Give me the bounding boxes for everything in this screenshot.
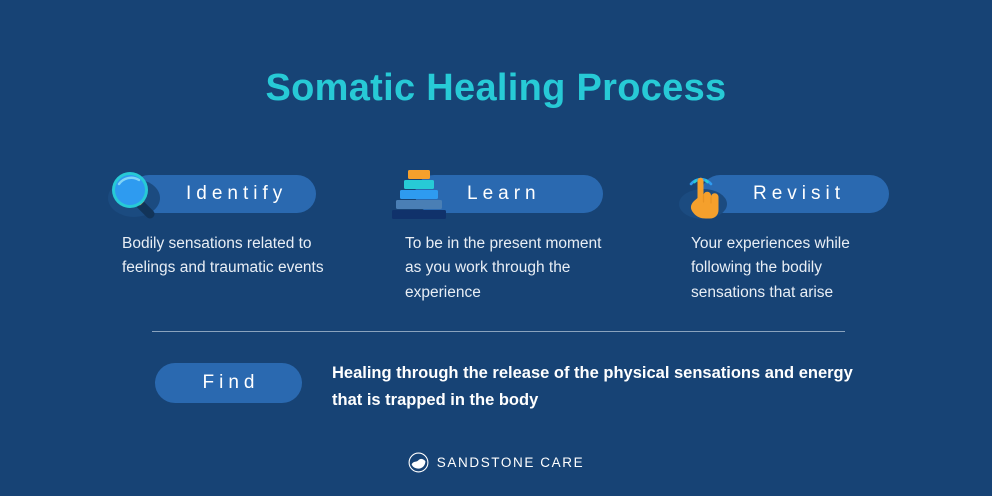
step-label: Revisit	[753, 183, 846, 204]
step-card-identify: Identify Bodily sensations related to fe…	[106, 168, 391, 305]
step-pill-row: Identify	[106, 168, 391, 219]
sandstone-care-circle-logo-icon	[408, 452, 429, 473]
step-description: Your experiences while following the bod…	[691, 235, 850, 301]
step-pill-revisit[interactable]: Revisit	[701, 175, 889, 213]
summary-label: Find	[202, 372, 260, 393]
step-pill-row: Revisit	[677, 168, 962, 219]
tap-hand-icon	[677, 168, 733, 220]
section-divider	[152, 331, 845, 332]
step-description: Bodily sensations related to feelings an…	[122, 235, 324, 277]
magnifying-glass-icon	[106, 168, 162, 220]
summary-text: Healing through the release of the physi…	[332, 364, 853, 409]
step-pill-identify[interactable]: Identify	[130, 175, 316, 213]
page-title: Somatic Healing Process	[265, 67, 727, 109]
step-label: Learn	[467, 183, 541, 204]
step-card-learn: Learn To be in the present moment as you…	[391, 168, 676, 305]
steps-container: Identify Bodily sensations related to fe…	[0, 168, 992, 305]
summary-pill-find[interactable]: Find	[155, 363, 302, 403]
step-pill-row: Learn	[391, 168, 676, 219]
stacked-layers-icon	[391, 168, 447, 220]
brand-name: SANDSTONE CARE	[436, 455, 585, 470]
step-label: Identify	[186, 183, 288, 204]
footer-brand: SANDSTONE CARE	[0, 452, 992, 473]
step-card-revisit: Revisit Your experiences while following…	[677, 168, 962, 305]
step-pill-learn[interactable]: Learn	[415, 175, 603, 213]
summary-row: Find Healing through the release of the …	[155, 360, 895, 413]
step-description: To be in the present moment as you work …	[405, 235, 602, 301]
